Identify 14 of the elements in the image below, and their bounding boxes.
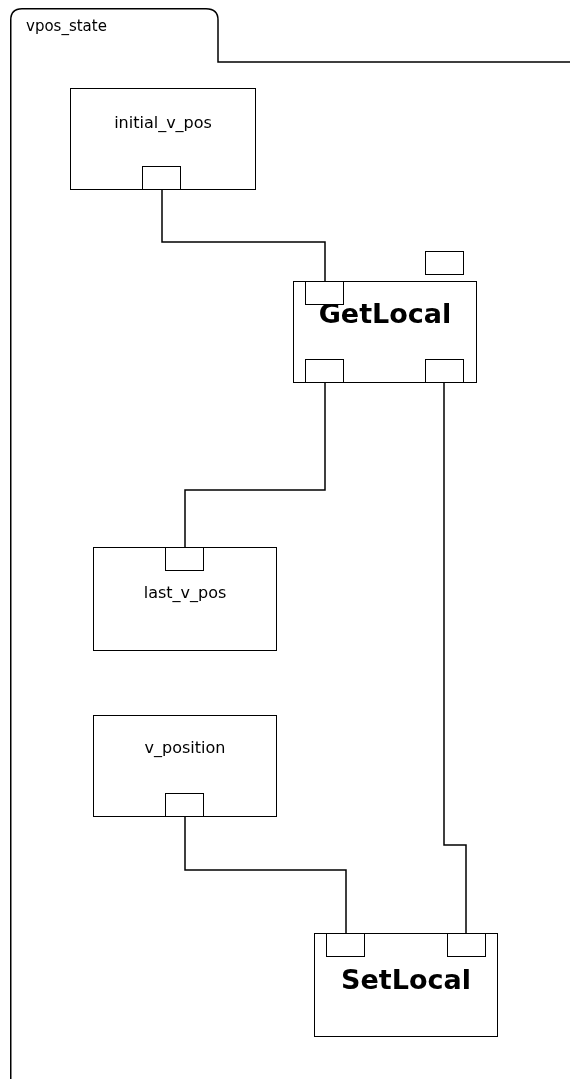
connector-line: [443, 382, 467, 934]
connector-line: [184, 816, 347, 934]
module-label: last_v_pos: [142, 583, 228, 602]
module-box: [93, 715, 277, 817]
module-label: v_position: [143, 738, 227, 757]
module-label: initial_v_pos: [113, 113, 213, 132]
connector-line: [184, 382, 326, 548]
module-label: SetLocal: [340, 964, 472, 995]
module-box: [93, 547, 277, 651]
module-box: [70, 88, 256, 190]
connector-line: [161, 189, 326, 282]
module-label: GetLocal: [317, 298, 453, 329]
module-box: [314, 933, 498, 1037]
frame-title: vpos_state: [26, 17, 107, 35]
